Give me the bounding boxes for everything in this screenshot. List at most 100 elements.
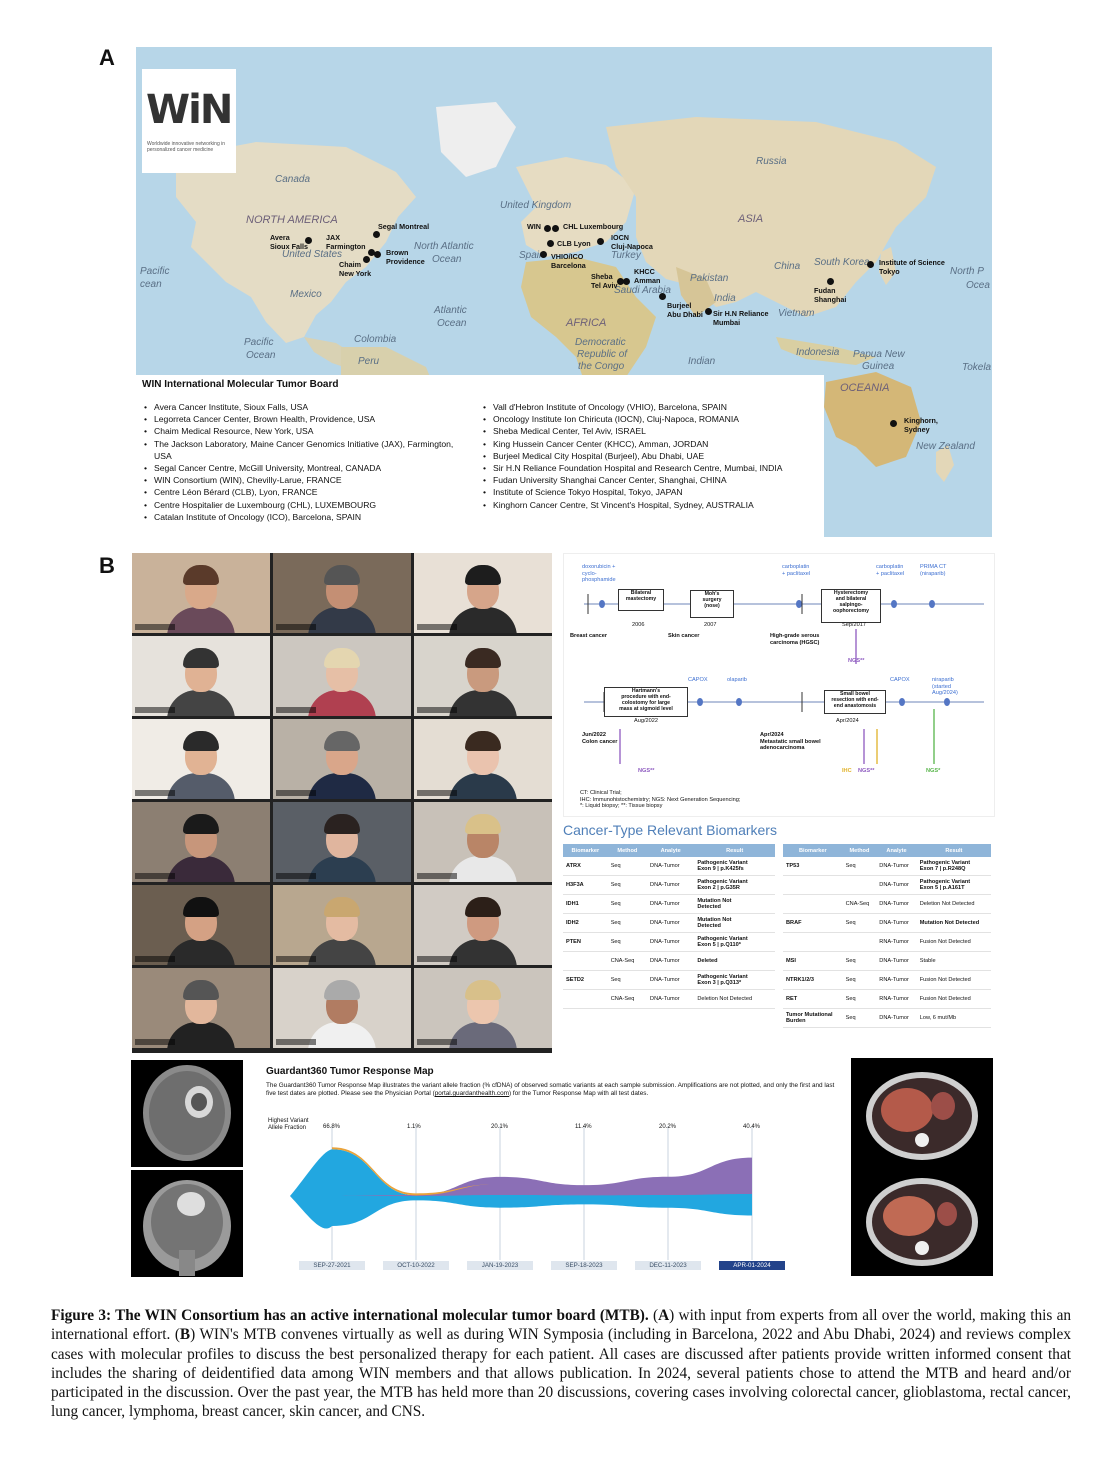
legend-item: Oncology Institute Ion Chiricuta (IOCN),…	[481, 413, 821, 425]
video-tile	[414, 802, 552, 882]
biomarker-cell: RNA-Tumor	[876, 970, 917, 990]
legend-item: Centre Léon Bérard (CLB), Lyon, FRANCE	[142, 486, 472, 498]
guardant-peak-label: 66.8%	[323, 1124, 341, 1130]
biomarker-cell: RNA-Tumor	[876, 989, 917, 1009]
site-marker	[305, 237, 312, 244]
biomarker-cell: Seq	[607, 913, 648, 933]
biomarker-cell: CNA-Seq	[607, 951, 648, 971]
legend-item: King Hussein Cancer Center (KHCC), Amman…	[481, 438, 821, 450]
geo-label: Colombia	[354, 334, 397, 345]
legend-item: Sir H.N Reliance Foundation Hospital and…	[481, 462, 821, 474]
geo-label: cean	[140, 279, 162, 290]
site-label: CLB Lyon	[557, 239, 591, 248]
tl-legend: CT: Clinical Trial; IHC: Immunohistochem…	[580, 790, 741, 810]
site-marker	[540, 251, 547, 258]
biomarker-cell: CNA-Seq	[842, 894, 877, 914]
site-marker	[552, 225, 559, 232]
biomarker-cell: DNA-Tumor	[647, 857, 695, 876]
geo-label: NORTH AMERICA	[246, 214, 338, 226]
figure-caption: Figure 3: The WIN Consortium has an acti…	[51, 1307, 1072, 1421]
video-tile	[414, 968, 552, 1048]
geo-label: Papua New	[853, 349, 905, 360]
biomarker-cell: Mutation Not Detected	[916, 913, 991, 933]
guardant-date-tab[interactable]: SEP-18-2023	[551, 1261, 617, 1270]
site-marker	[659, 293, 666, 300]
guardant-peak-label: 40.4%	[743, 1124, 761, 1130]
legend-list-left: Avera Cancer Institute, Sioux Falls, USA…	[142, 401, 472, 523]
legend-item: Kinghorn Cancer Centre, St Vincent's Hos…	[481, 499, 821, 511]
geo-label: Vietnam	[778, 308, 815, 319]
biomarker-cell: Seq	[607, 857, 648, 876]
biomarker-cell: RNA-Tumor	[876, 932, 917, 952]
site-marker	[867, 261, 874, 268]
geo-label: Pacific	[140, 266, 170, 277]
geo-label: Spain	[519, 250, 545, 261]
ct-scan-image-1	[851, 1058, 993, 1168]
biomarker-cell: H3F3A	[563, 875, 608, 895]
guardant-date-tab[interactable]: SEP-27-2021	[299, 1261, 365, 1270]
biomarker-cell: DNA-Tumor	[876, 951, 917, 971]
biomarker-cell: Stable	[916, 951, 991, 971]
biomarker-cell	[563, 989, 608, 1009]
legend-item: Sheba Medical Center, Tel Aviv, ISRAEL	[481, 425, 821, 437]
tl-drug-carboplatin-1: carboplatin + paclitaxel	[782, 564, 811, 577]
guardant-peak-label: 11.4%	[575, 1124, 592, 1130]
guardant-date-tab[interactable]: DEC-11-2023	[635, 1261, 701, 1270]
geo-label: Saudi Arabia	[614, 285, 671, 296]
biomarker-cell: Deleted	[694, 951, 775, 971]
guardant-date-tab[interactable]: APR-01-2024	[719, 1261, 785, 1270]
guardant-date-tab[interactable]: OCT-10-2022	[383, 1261, 449, 1270]
biomarker-cell: Seq	[842, 989, 877, 1009]
mtb-legend: WIN International Molecular Tumor Board …	[136, 375, 824, 537]
biomarker-cell: Deletion Not Detected	[916, 894, 991, 914]
site-label: CHL Luxembourg	[563, 222, 624, 231]
geo-label: North P	[950, 266, 984, 277]
geo-label: South Korea	[814, 257, 870, 268]
legend-item: Segal Cancer Centre, McGill University, …	[142, 462, 472, 474]
video-tile	[414, 719, 552, 799]
video-tile	[273, 553, 411, 633]
guardant-portal-link[interactable]: portal.guardanthealth.com	[434, 1090, 509, 1097]
biomarker-cell: DNA-Tumor	[647, 970, 695, 990]
biomarker-cell: Fusion Not Detected	[916, 989, 991, 1009]
biomarker-cell: Mutation Not Detected	[694, 913, 775, 933]
tl-ngs-2: NGS**	[638, 768, 655, 774]
site-marker	[368, 249, 375, 256]
biomarker-cell: DNA-Tumor	[647, 989, 695, 1009]
site-label: JAX Farmington	[326, 233, 366, 251]
biomarker-header: Method	[842, 844, 877, 857]
biomarker-cell: Pathogenic Variant Exon 5 | p.Q110*	[694, 932, 775, 952]
geo-label: United States	[282, 249, 343, 260]
legend-list-right: Vall d'Hebron Institute of Oncology (VHI…	[481, 401, 821, 511]
geo-label: AFRICA	[566, 317, 607, 329]
site-marker	[374, 251, 381, 258]
geo-label: Republic of	[577, 349, 628, 360]
guardant-peak-label: 1.1%	[407, 1124, 421, 1130]
tl-ngs-3: NGS**	[858, 768, 875, 774]
guardant-series-start	[290, 1149, 332, 1229]
tl-drug-doxorubicin: doxorubicin + cyclo- phosphamide	[582, 564, 616, 584]
video-tile	[132, 885, 270, 965]
geo-label: Ocean	[432, 254, 462, 265]
biomarker-cell: DNA-Tumor	[876, 857, 917, 876]
tl-ihc: IHC	[842, 768, 852, 774]
biomarker-cell: IDH1	[563, 894, 608, 914]
guardant-date-tab[interactable]: JAN-19-2023	[467, 1261, 533, 1270]
biomarker-cell: Pathogenic Variant Exon 9 | p.K425fs	[694, 857, 775, 876]
site-marker	[597, 238, 604, 245]
site-label: WIN	[527, 222, 541, 231]
panel-label-b: B	[99, 553, 115, 578]
geo-label: OCEANIA	[840, 382, 890, 394]
caption-a: A	[658, 1307, 670, 1324]
biomarker-cell: Seq	[842, 951, 877, 971]
video-conference-grid	[132, 553, 552, 1053]
